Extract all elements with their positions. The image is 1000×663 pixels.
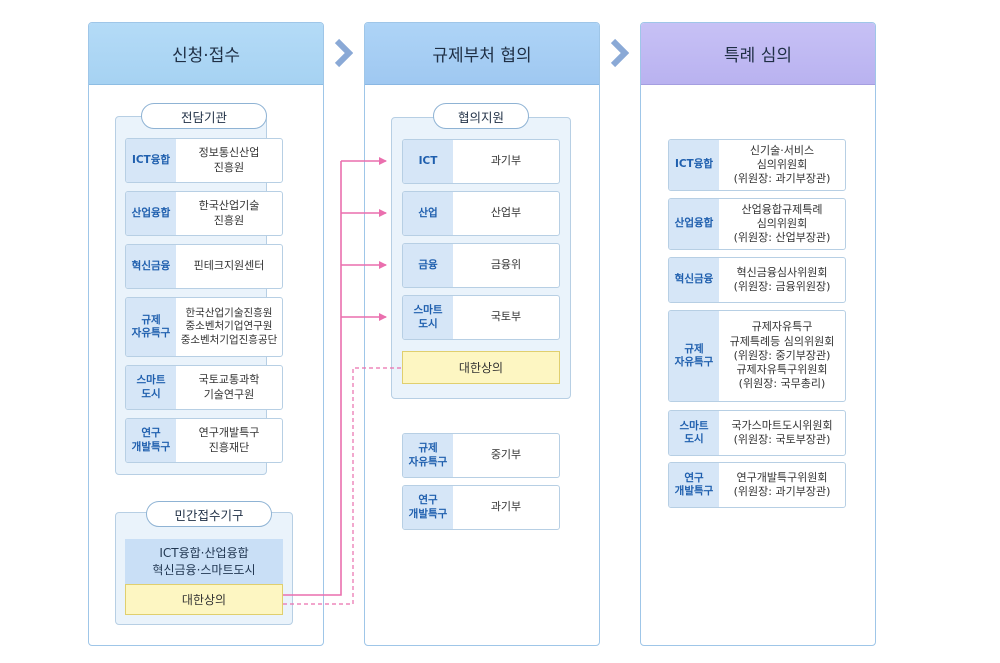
committee-name: 산업융합규제특례 심의위원회 (위원장: 산업부장관) — [733, 202, 831, 245]
private-intake-label: 민간접수기구 — [146, 501, 272, 527]
committee-tag: 혁신금융 — [669, 258, 719, 302]
committee-name: 연구개발특구위원회 (위원장: 과기부장관) — [733, 470, 831, 498]
ministry-tag: 산업 — [403, 192, 453, 235]
agency-name: 연구개발특구 진흥재단 — [198, 426, 260, 454]
ministry-row: 산업 산업부 — [402, 191, 560, 236]
committee-row: 스마트 도시 국가스마트도시위원회 (위원장: 국토부장관) — [668, 410, 846, 456]
consultation-support-label: 협의지원 — [433, 103, 529, 129]
agency-name: 정보통신산업 진흥원 — [198, 146, 260, 174]
ministry-tag: 금융 — [403, 244, 453, 287]
ministry-tag: 규제 자유특구 — [403, 434, 453, 477]
agency-row: 혁신금융 핀테크지원센터 — [125, 244, 283, 289]
ministry-row: 금융 금융위 — [402, 243, 560, 288]
ministry-tag: ICT — [403, 140, 453, 183]
committee-tag: ICT융합 — [669, 140, 719, 190]
ministry-row: ICT 과기부 — [402, 139, 560, 184]
committee-row: 규제 자유특구 규제자유특구 규제특례등 심의위원회 (위원장: 중기부장관) … — [668, 310, 846, 402]
committee-tag: 스마트 도시 — [669, 411, 719, 455]
committee-row: ICT융합 신기술·서비스 심의위원회 (위원장: 과기부장관) — [668, 139, 846, 191]
ministry-name: 산업부 — [490, 206, 522, 220]
ministry-name: 국토부 — [490, 310, 522, 324]
agency-row: 스마트 도시 국토교통과학 기술연구원 — [125, 365, 283, 410]
committee-row: 산업융합 산업융합규제특례 심의위원회 (위원장: 산업부장관) — [668, 198, 846, 250]
committee-tag: 산업융합 — [669, 199, 719, 249]
agency-name: 한국산업기술진흥원 중소벤처기업연구원 중소벤처기업진흥공단 — [180, 306, 278, 346]
agency-row: ICT융합 정보통신산업 진흥원 — [125, 138, 283, 183]
consultation-support-org: 대한상의 — [402, 351, 560, 384]
committee-name: 국가스마트도시위원회 (위원장: 국토부장관) — [731, 418, 833, 446]
agency-tag: 혁신금융 — [126, 245, 176, 288]
ministry-name: 과기부 — [490, 500, 522, 514]
stage-title: 규제부처 협의 — [365, 23, 599, 85]
ministry-row: 연구 개발특구 과기부 — [402, 485, 560, 530]
ministry-name: 과기부 — [490, 154, 522, 168]
agency-row: 산업융합 한국산업기술 진흥원 — [125, 191, 283, 236]
ministry-name: 중기부 — [490, 448, 522, 462]
stage-title: 특례 심의 — [641, 23, 875, 85]
ministry-tag: 연구 개발특구 — [403, 486, 453, 529]
agency-row: 연구 개발특구 연구개발특구 진흥재단 — [125, 418, 283, 463]
agency-tag: 스마트 도시 — [126, 366, 176, 409]
committee-name: 신기술·서비스 심의위원회 (위원장: 과기부장관) — [733, 143, 831, 186]
committee-name: 규제자유특구 규제특례등 심의위원회 (위원장: 중기부장관) 규제자유특구위원… — [729, 320, 835, 391]
committee-name: 혁신금융심사위원회 (위원장: 금융위원장) — [733, 265, 831, 293]
ministry-row: 규제 자유특구 중기부 — [402, 433, 560, 478]
stage-title: 신청·접수 — [89, 23, 323, 85]
committee-tag: 규제 자유특구 — [669, 311, 719, 401]
ministry-tag: 스마트 도시 — [403, 296, 453, 339]
committee-row: 연구 개발특구 연구개발특구위원회 (위원장: 과기부장관) — [668, 462, 846, 508]
agency-name: 국토교통과학 기술연구원 — [198, 373, 260, 401]
agency-name: 한국산업기술 진흥원 — [198, 199, 260, 227]
agency-tag: 산업융합 — [126, 192, 176, 235]
agency-name: 핀테크지원센터 — [193, 259, 265, 273]
dedicated-agencies-label: 전담기관 — [141, 103, 267, 129]
ministry-name: 금융위 — [490, 258, 522, 272]
agency-tag: 규제 자유특구 — [126, 298, 176, 356]
private-intake-org: 대한상의 — [125, 584, 283, 615]
chevron-right-icon — [610, 38, 629, 68]
committee-row: 혁신금융 혁신금융심사위원회 (위원장: 금융위원장) — [668, 257, 846, 303]
agency-tag: ICT융합 — [126, 139, 176, 182]
committee-tag: 연구 개발특구 — [669, 463, 719, 507]
agency-tag: 연구 개발특구 — [126, 419, 176, 462]
private-intake-scope: ICT융합·산업융합 혁신금융·스마트도시 — [125, 539, 283, 584]
ministry-row: 스마트 도시 국토부 — [402, 295, 560, 340]
chevron-right-icon — [334, 38, 353, 68]
agency-row: 규제 자유특구 한국산업기술진흥원 중소벤처기업연구원 중소벤처기업진흥공단 — [125, 297, 283, 357]
